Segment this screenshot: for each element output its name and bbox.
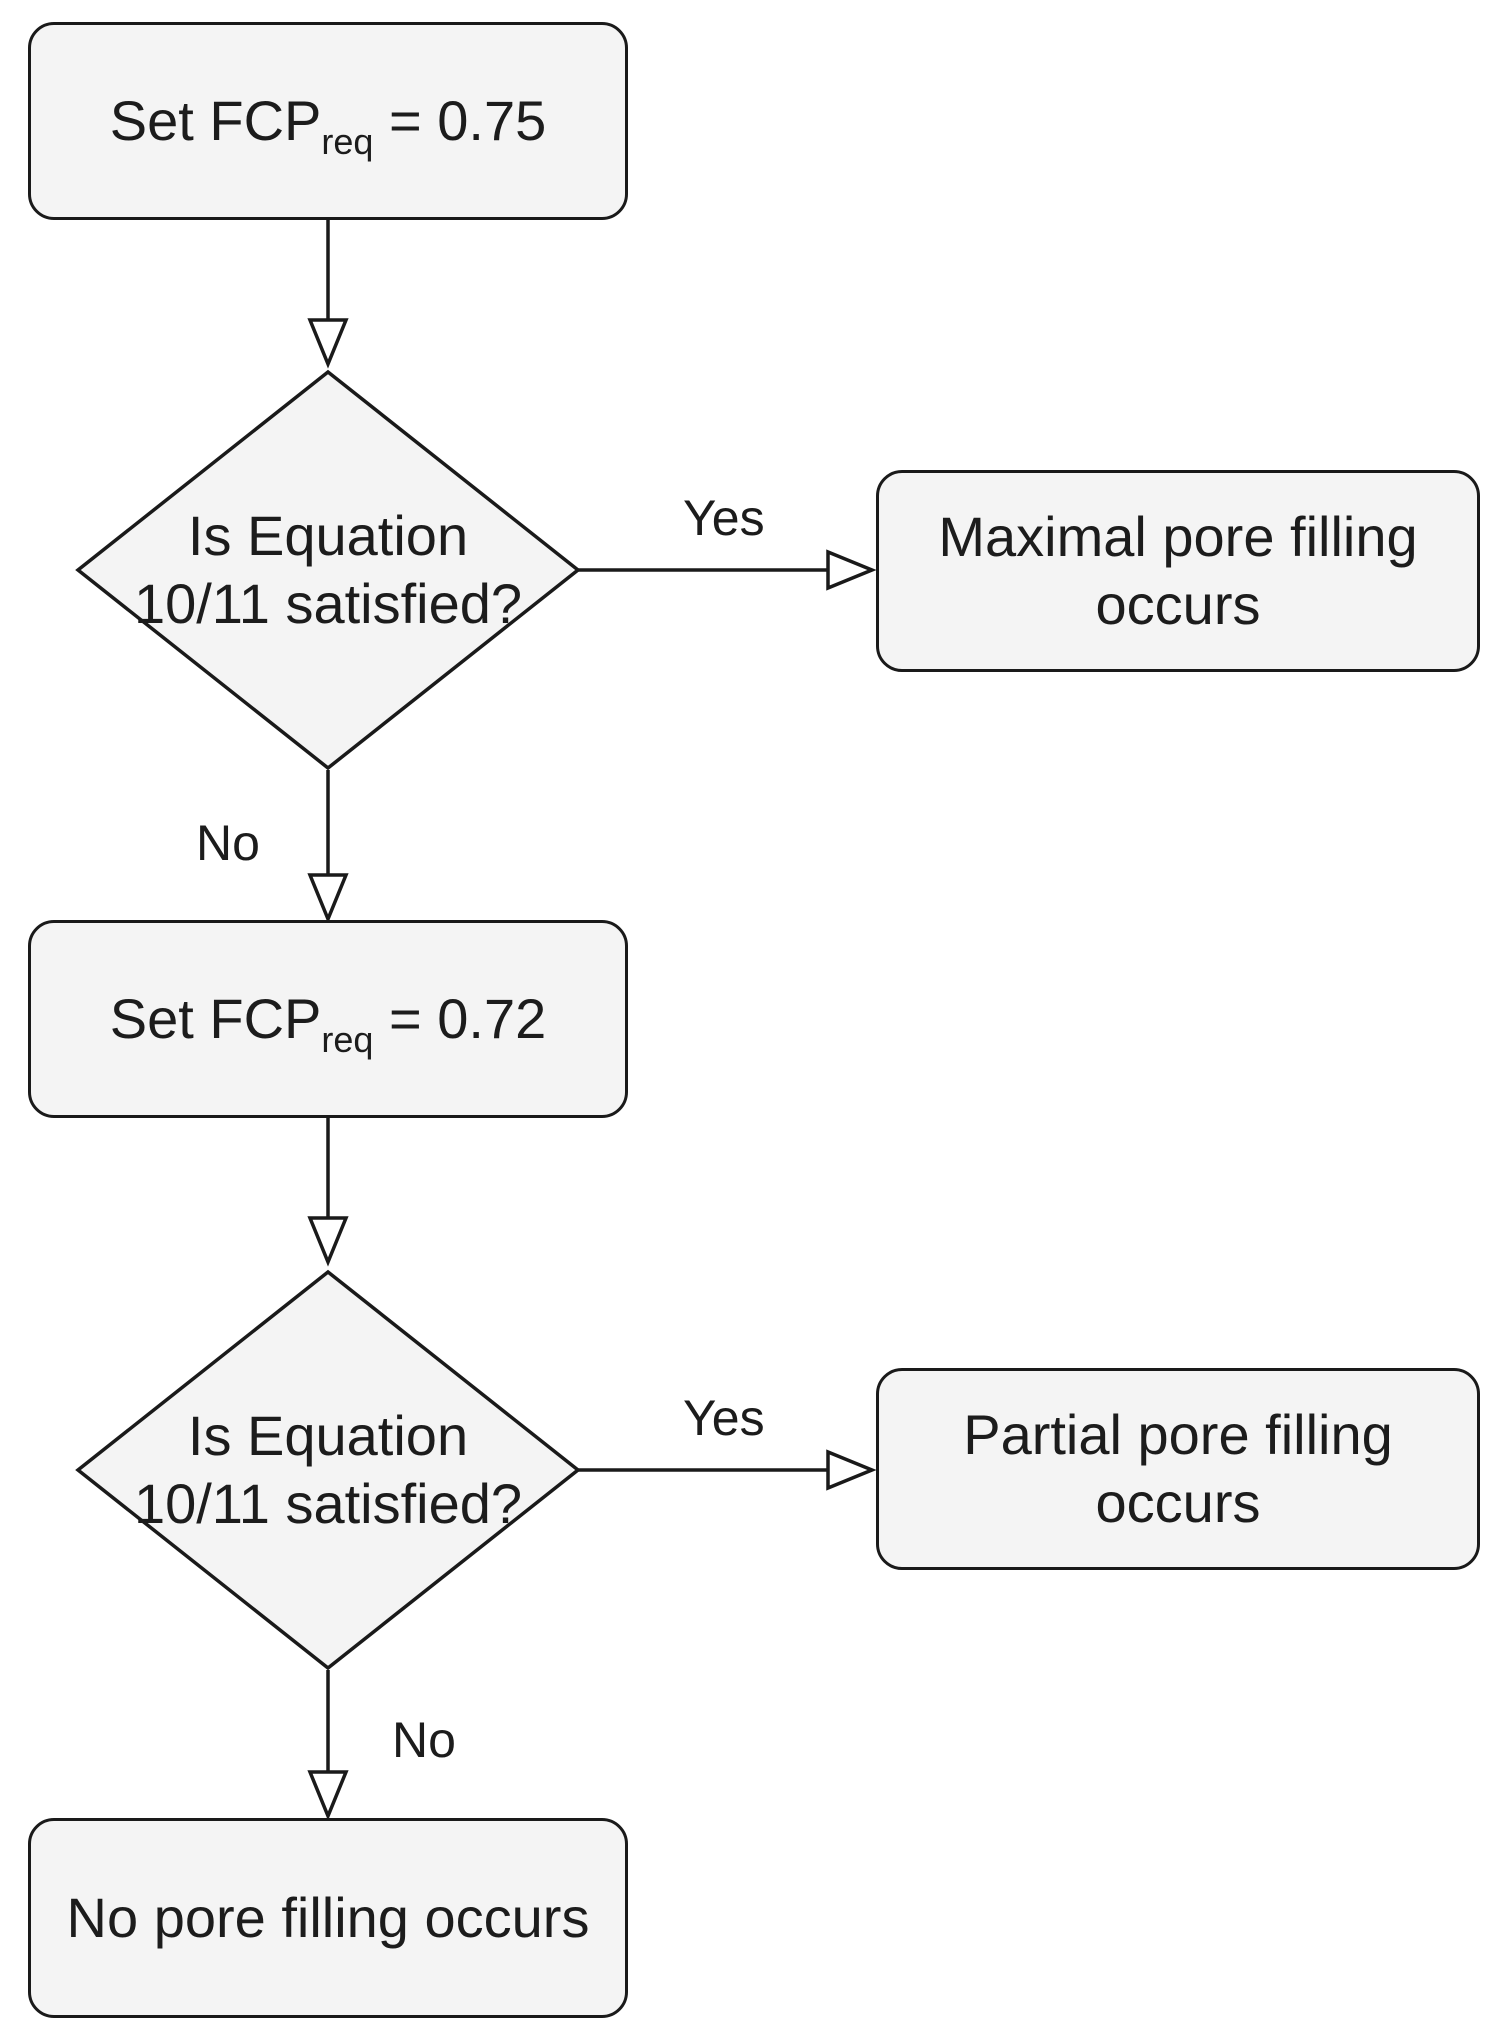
decision-diamond-2 bbox=[75, 1269, 581, 1671]
decision-text-line-2: 10/11 satisfied? bbox=[133, 572, 523, 635]
result-box-maximal-pore-filling: Maximal pore filling occurs bbox=[876, 470, 1480, 672]
terminal-box-no-pore-filling: No pore filling occurs bbox=[28, 1818, 628, 2018]
process-label-set-fcp-072: Set FCPreq = 0.72 bbox=[109, 987, 547, 1060]
result-label-line-2: occurs bbox=[1095, 1471, 1261, 1534]
process-box-set-fcp-072: Set FCPreq = 0.72 bbox=[28, 920, 628, 1118]
decision-text-line-1: Is Equation bbox=[187, 1404, 469, 1467]
process-box-set-fcp-075: Set FCPreq = 0.75 bbox=[28, 22, 628, 220]
arrowhead-to-final bbox=[307, 1770, 349, 1821]
result-label-line-1: Maximal pore filling bbox=[938, 505, 1418, 568]
process-label-set-fcp-075: Set FCPreq = 0.75 bbox=[109, 89, 547, 162]
arrowhead-to-decision2 bbox=[307, 1216, 349, 1267]
decision-text-line-1: Is Equation bbox=[187, 504, 469, 567]
terminal-label: No pore filling occurs bbox=[66, 1886, 590, 1949]
decision-text-line-2: 10/11 satisfied? bbox=[133, 1472, 523, 1535]
arrowhead-to-result1 bbox=[826, 549, 877, 591]
decision-diamond-1 bbox=[75, 369, 581, 771]
edge-label-yes-1: Yes bbox=[683, 490, 765, 546]
result-label-line-1: Partial pore filling bbox=[963, 1403, 1393, 1466]
arrowhead-to-decision1 bbox=[307, 318, 349, 369]
edge-label-yes-2: Yes bbox=[683, 1390, 765, 1446]
decision-text-1: Is Equation 10/11 satisfied? bbox=[78, 470, 578, 670]
arrowhead-to-set2 bbox=[307, 873, 349, 924]
edge-label-no-1: No bbox=[196, 815, 260, 871]
result-box-partial-pore-filling: Partial pore filling occurs bbox=[876, 1368, 1480, 1570]
decision-text-2: Is Equation 10/11 satisfied? bbox=[78, 1370, 578, 1570]
result-label-line-2: occurs bbox=[1095, 573, 1261, 636]
arrowhead-to-result2 bbox=[826, 1449, 877, 1491]
edge-label-no-2: No bbox=[392, 1712, 456, 1768]
